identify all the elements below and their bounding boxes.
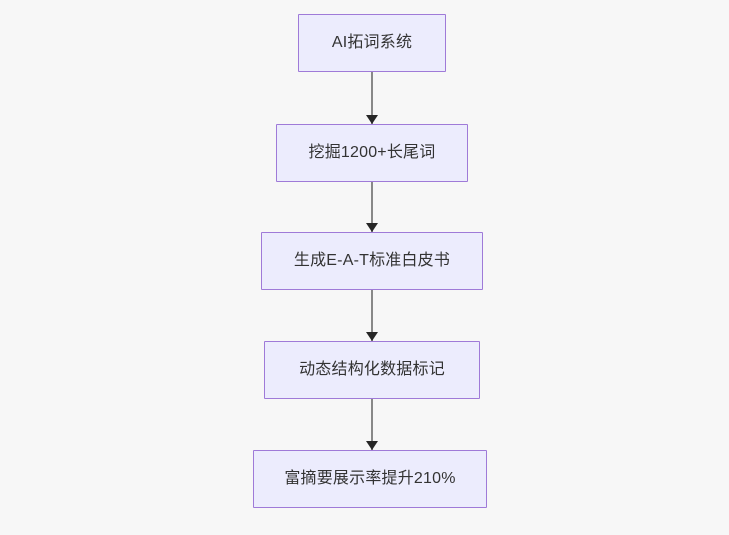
arrowhead-icon (366, 441, 378, 450)
edge-line (371, 290, 373, 341)
arrowhead-icon (366, 115, 378, 124)
flow-node-label: 动态结构化数据标记 (299, 361, 445, 379)
flow-node-label: 挖掘1200+长尾词 (308, 144, 436, 162)
arrowhead-icon (366, 223, 378, 232)
flow-node-n4[interactable]: 动态结构化数据标记 (264, 341, 480, 399)
arrowhead-icon (366, 332, 378, 341)
flow-node-n3[interactable]: 生成E-A-T标准白皮书 (261, 232, 483, 290)
flow-node-n5[interactable]: 富摘要展示率提升210% (253, 450, 487, 508)
flow-node-label: AI拓词系统 (331, 34, 413, 52)
flow-node-label: 富摘要展示率提升210% (284, 470, 456, 488)
flow-node-n2[interactable]: 挖掘1200+长尾词 (276, 124, 468, 182)
flow-node-label: 生成E-A-T标准白皮书 (293, 252, 451, 270)
edge-line (371, 182, 373, 232)
edge-line (371, 399, 373, 450)
flow-node-n1[interactable]: AI拓词系统 (298, 14, 446, 72)
edge-line (371, 72, 373, 124)
